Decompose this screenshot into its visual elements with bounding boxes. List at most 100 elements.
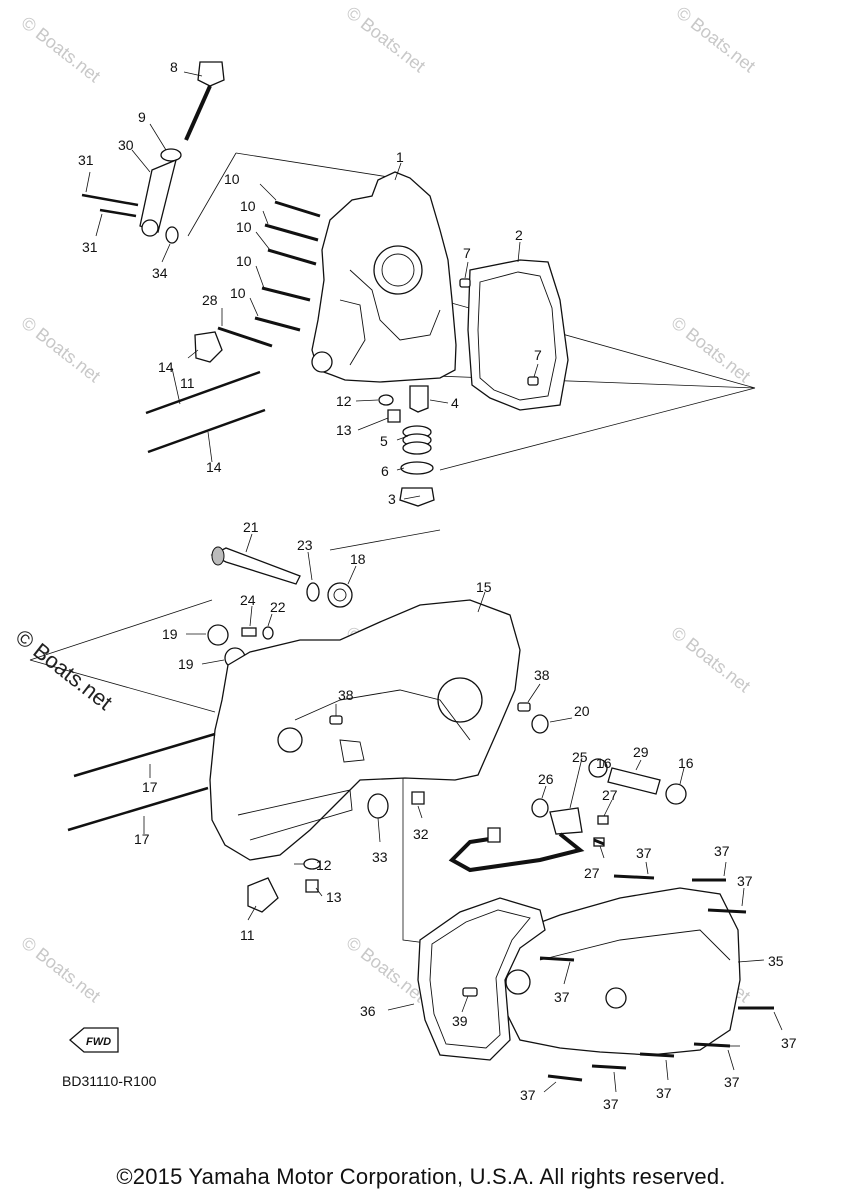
callout: 37 (554, 989, 570, 1005)
crankcase-port (339, 739, 365, 763)
screw (591, 1064, 627, 1070)
bearing (207, 624, 229, 646)
crankcase-fin (237, 789, 353, 841)
cover-rib (539, 929, 731, 961)
filler-pipe-flange (141, 219, 159, 237)
bolt (264, 223, 319, 242)
callout: 13 (326, 889, 342, 905)
callout: 10 (236, 219, 252, 235)
callout: 1 (396, 149, 404, 165)
shaft-spline (211, 546, 225, 566)
crankcase-bore (437, 677, 483, 723)
watermark-text: © Boats.net (668, 622, 755, 696)
reference-line (235, 152, 396, 179)
callout: 37 (603, 1096, 619, 1112)
stud-bolt (67, 786, 209, 832)
bolt (217, 326, 273, 348)
cover-boss (311, 351, 333, 373)
bolt (254, 316, 301, 332)
reference-line (439, 387, 756, 471)
callout: 28 (202, 292, 218, 308)
crankcase-rib (294, 689, 471, 741)
screw (639, 1052, 675, 1058)
watermark-text: © Boats.net (343, 932, 430, 1006)
stud-bolt (73, 732, 216, 778)
watermark-text: © Boats.net (673, 2, 760, 76)
dowel-pin (462, 987, 478, 997)
copyright-notice: ©2015 Yamaha Motor Corporation, U.S.A. A… (116, 1164, 726, 1189)
callout: 37 (724, 1074, 740, 1090)
bearing (665, 783, 687, 805)
callout: 27 (584, 865, 600, 881)
oil-dipstick-cap (197, 61, 225, 87)
callout: 14 (158, 359, 174, 375)
plug (241, 627, 257, 637)
oil-pipe (448, 832, 585, 873)
callout: 14 (206, 459, 222, 475)
callout: 7 (463, 245, 471, 261)
drain-bolt (411, 791, 425, 805)
callout: 10 (240, 198, 256, 214)
crankcase (209, 599, 521, 861)
o-ring (400, 461, 434, 475)
bolt (267, 248, 317, 266)
callout: 22 (270, 599, 286, 615)
callout: 37 (714, 843, 730, 859)
upper-crankcase-assembly (81, 61, 756, 507)
bearing-bore (373, 245, 423, 295)
pipe-joint (549, 807, 583, 835)
callout: 39 (452, 1013, 468, 1029)
callout: 6 (381, 463, 389, 479)
diagram-code: BD31110-R100 (62, 1073, 157, 1089)
gasket-inner (477, 271, 557, 401)
watermark-text: © Boats.net (668, 312, 755, 386)
callout: 37 (656, 1085, 672, 1101)
callout: 17 (142, 779, 158, 795)
callout: 20 (574, 703, 590, 719)
gasket-washer (378, 394, 394, 406)
callout: 38 (534, 667, 550, 683)
callout: 26 (538, 771, 554, 787)
screw (707, 908, 747, 914)
bolt (597, 815, 609, 825)
oil-seal (531, 714, 549, 734)
drive-shaft (210, 547, 301, 585)
gasket (467, 259, 569, 411)
collar (607, 767, 661, 795)
callout: 37 (781, 1035, 797, 1051)
callout: 11 (240, 927, 255, 943)
callout: 37 (636, 845, 652, 861)
callout: 10 (230, 285, 246, 301)
callout: 5 (380, 433, 388, 449)
callout: 35 (768, 953, 784, 969)
callout: 15 (476, 579, 492, 595)
callout: 19 (178, 656, 194, 672)
circlip (165, 226, 179, 244)
callout: 31 (78, 152, 94, 168)
callout: 23 (297, 537, 313, 553)
screw (539, 956, 575, 962)
gasket-inner (429, 909, 531, 1049)
callout-layer: 1 2 3 4 5 6 7 7 8 9 10 10 10 10 10 11 11… (78, 59, 797, 1112)
callout: 17 (134, 831, 150, 847)
callout: 37 (737, 873, 753, 889)
callout: 16 (678, 755, 694, 771)
screw (693, 1042, 731, 1048)
callout: 9 (138, 109, 146, 125)
callout: 8 (170, 59, 178, 75)
callout: 3 (388, 491, 396, 507)
callout: 29 (633, 744, 649, 760)
bearing-inner (333, 588, 347, 602)
fwd-arrow-icon (69, 1027, 119, 1053)
pipe-bracket (487, 827, 501, 843)
reference-line (187, 152, 237, 237)
callout: 10 (224, 171, 240, 187)
watermark-text: © Boats.net (343, 2, 430, 76)
crankcase-boss (277, 727, 303, 753)
callout: 31 (82, 239, 98, 255)
strainer-cap (409, 385, 429, 413)
callout: 24 (240, 592, 256, 608)
bearing (327, 582, 353, 608)
callout: 13 (336, 422, 352, 438)
